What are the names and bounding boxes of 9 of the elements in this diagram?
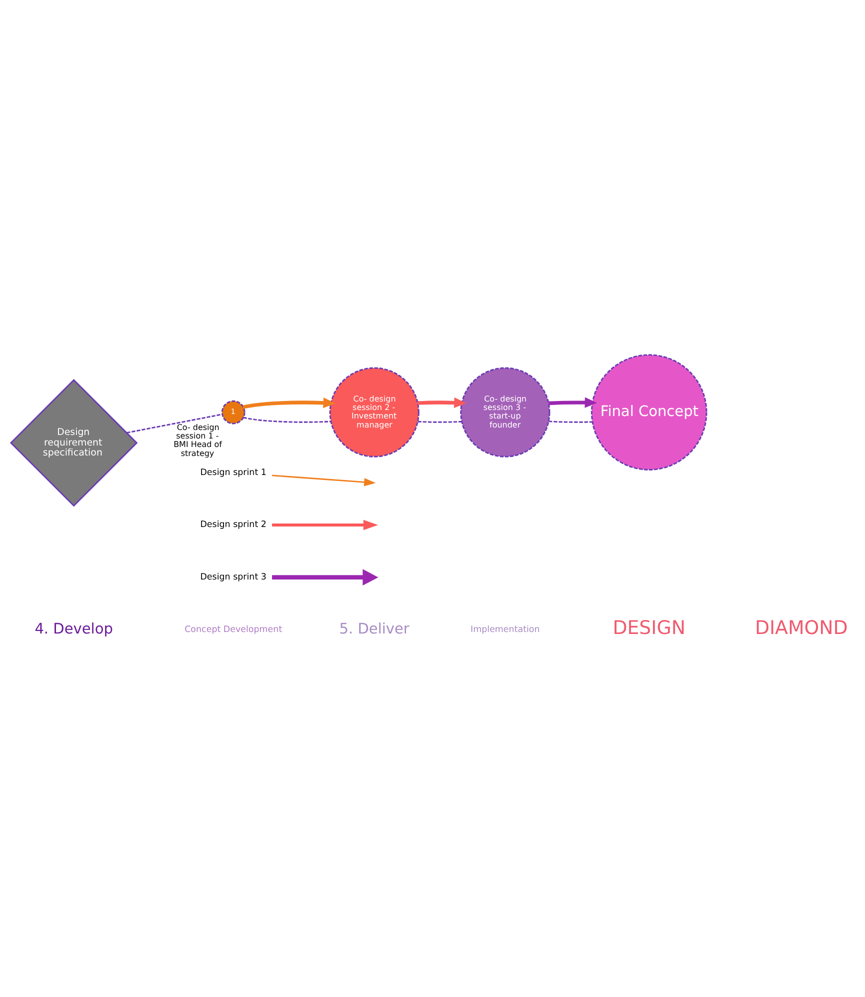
- label: Concept Development: [184, 624, 282, 634]
- label: DESIGN: [612, 616, 686, 639]
- legend-label: Design sprint 1: [200, 467, 266, 478]
- label: Implementation: [470, 624, 540, 634]
- label: 5. Deliver: [339, 620, 410, 637]
- label: 4. Develop: [34, 620, 113, 637]
- legend-label: Design sprint 3: [200, 572, 266, 582]
- label: DIAMOND: [754, 616, 848, 639]
- legend-label: Design sprint 2: [200, 520, 266, 530]
